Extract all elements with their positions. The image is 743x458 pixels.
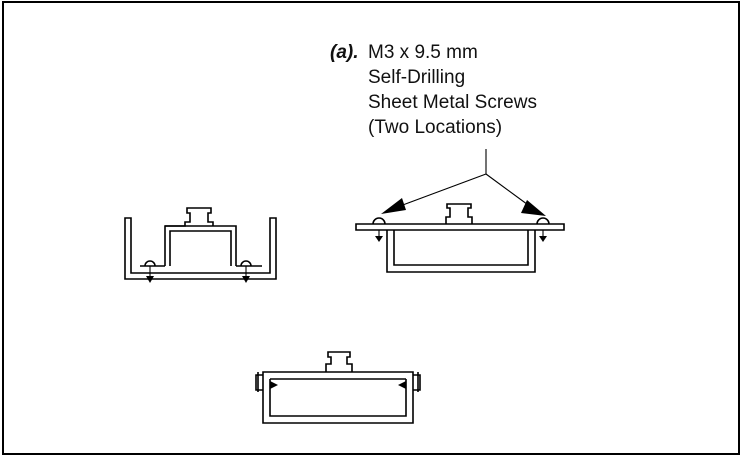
channel-step-1	[124, 207, 277, 283]
svg-text:(a). M3 x 9.5 mm: (a). M3 x 9.5 mm	[330, 42, 478, 63]
callout-line-2: Self-Drilling	[368, 67, 465, 88]
callout-line-4: (Two Locations)	[368, 117, 502, 138]
callout-line-3: Sheet Metal Screws	[368, 92, 537, 113]
screw-icon	[240, 260, 252, 283]
screw-tip-icon	[398, 381, 406, 389]
screw-tip-icon	[270, 381, 278, 389]
screw-callout: (a). M3 x 9.5 mm Self-Drilling Sheet Met…	[330, 42, 537, 138]
arrowhead-right	[521, 200, 546, 216]
screw-icon	[372, 217, 386, 242]
callout-leaders	[381, 149, 546, 216]
screw-icon	[536, 217, 550, 242]
leader-left	[391, 173, 487, 210]
callout-line-1: M3 x 9.5 mm	[368, 42, 478, 63]
arrowhead-left	[381, 198, 406, 214]
callout-tag: (a).	[330, 42, 359, 63]
screw-icon	[144, 260, 156, 283]
channel-step-2	[355, 203, 565, 273]
channel-step-3	[255, 351, 421, 424]
